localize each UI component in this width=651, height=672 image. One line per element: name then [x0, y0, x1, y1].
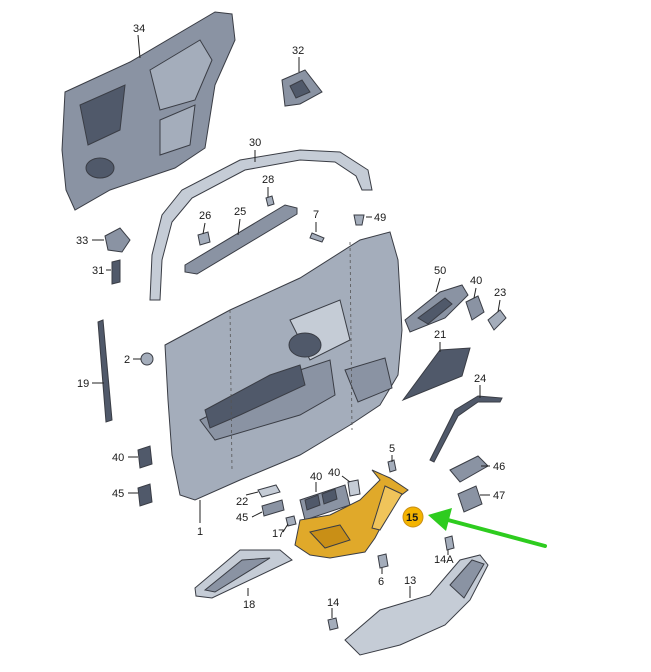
callout-45-left[interactable]: 45	[112, 488, 124, 500]
callout-23[interactable]: 23	[494, 287, 506, 299]
callout-40-left-upper[interactable]: 40	[112, 452, 124, 464]
part-7-screw[interactable]	[309, 232, 325, 243]
callout-19[interactable]: 19	[77, 378, 89, 390]
callout-2[interactable]: 2	[124, 354, 130, 366]
part-50-interior-handle[interactable]	[404, 284, 469, 333]
callout-25[interactable]: 25	[234, 206, 246, 218]
callout-labels: 34 32 30 28 26 25 7 49 33 31 50 40 23 21…	[76, 23, 506, 611]
part-25-trim-strip[interactable]	[184, 204, 298, 275]
part-6-screw[interactable]	[377, 553, 389, 569]
part-2-clip[interactable]	[140, 352, 154, 366]
callout-26[interactable]: 26	[199, 210, 211, 222]
part-40-switch-small[interactable]	[347, 479, 361, 497]
part-13-armrest-cover[interactable]	[344, 554, 489, 656]
part-45-switch-blank-left[interactable]	[137, 483, 153, 507]
part-19-seal-strip[interactable]	[97, 319, 113, 423]
part-18-trim-panel[interactable]	[194, 549, 293, 599]
part-26-clip[interactable]	[197, 231, 211, 246]
part-21-speaker-cover[interactable]	[401, 347, 471, 402]
callout-15: 15	[406, 512, 418, 524]
part-31-pad[interactable]	[111, 259, 121, 285]
callout-34[interactable]: 34	[133, 23, 145, 35]
part-28-screw[interactable]	[265, 195, 275, 207]
part-30-window-frame-trim[interactable]	[149, 149, 373, 301]
callout-40-switch-small[interactable]: 40	[328, 467, 340, 479]
callout-22[interactable]: 22	[236, 496, 248, 508]
part-49-clip[interactable]	[353, 214, 365, 226]
part-14-screw[interactable]	[327, 617, 339, 631]
part-47-switch-module[interactable]	[457, 485, 483, 513]
part-32-mirror-bracket[interactable]	[281, 69, 323, 107]
callout-15-highlight[interactable]: 15	[402, 506, 424, 528]
callout-30[interactable]: 30	[249, 137, 261, 149]
callout-46[interactable]: 46	[493, 461, 505, 473]
callout-49[interactable]: 49	[374, 212, 386, 224]
callout-13[interactable]: 13	[404, 575, 416, 587]
part-46-switch-module[interactable]	[449, 455, 489, 483]
callout-14A[interactable]: 14A	[434, 554, 454, 566]
callout-14[interactable]: 14	[327, 597, 339, 609]
part-1-door-trim-panel[interactable]	[164, 231, 403, 501]
part-17-clip[interactable]	[285, 515, 297, 527]
callout-6[interactable]: 6	[378, 576, 384, 588]
part-15-armrest-carrier[interactable]	[294, 469, 409, 559]
callout-50[interactable]: 50	[434, 265, 446, 277]
callout-21[interactable]: 21	[434, 329, 446, 341]
callout-28[interactable]: 28	[262, 174, 274, 186]
part-40-window-switch-unit[interactable]	[299, 484, 351, 521]
part-33-bracket[interactable]	[104, 227, 131, 253]
callout-24[interactable]: 24	[474, 373, 486, 385]
callout-18[interactable]: 18	[243, 599, 255, 611]
part-40-switch-blank-left[interactable]	[137, 445, 153, 469]
callout-32[interactable]: 32	[292, 45, 304, 57]
part-14A-clip[interactable]	[444, 535, 455, 551]
leader-lines	[92, 34, 501, 618]
callout-7[interactable]: 7	[313, 209, 319, 221]
callout-1[interactable]: 1	[197, 526, 203, 538]
part-45-switch-blank-lower[interactable]	[261, 499, 285, 517]
callout-33[interactable]: 33	[76, 235, 88, 247]
callout-31[interactable]: 31	[92, 265, 104, 277]
callout-47[interactable]: 47	[493, 490, 505, 502]
callout-45-lower[interactable]: 45	[236, 512, 248, 524]
part-23-cap[interactable]	[487, 309, 507, 331]
callout-5[interactable]: 5	[389, 443, 395, 455]
part-22-switch-cover[interactable]	[257, 484, 281, 498]
callout-17[interactable]: 17	[272, 528, 284, 540]
callout-40-switch-unit[interactable]: 40	[310, 471, 322, 483]
part-40-handle-cover-upper[interactable]	[465, 295, 485, 321]
callout-40-upper-right[interactable]: 40	[470, 275, 482, 287]
part-24-trim-strip[interactable]	[429, 395, 503, 463]
part-34-insulation-panel[interactable]	[61, 11, 236, 211]
pointer-arrow	[428, 508, 547, 548]
